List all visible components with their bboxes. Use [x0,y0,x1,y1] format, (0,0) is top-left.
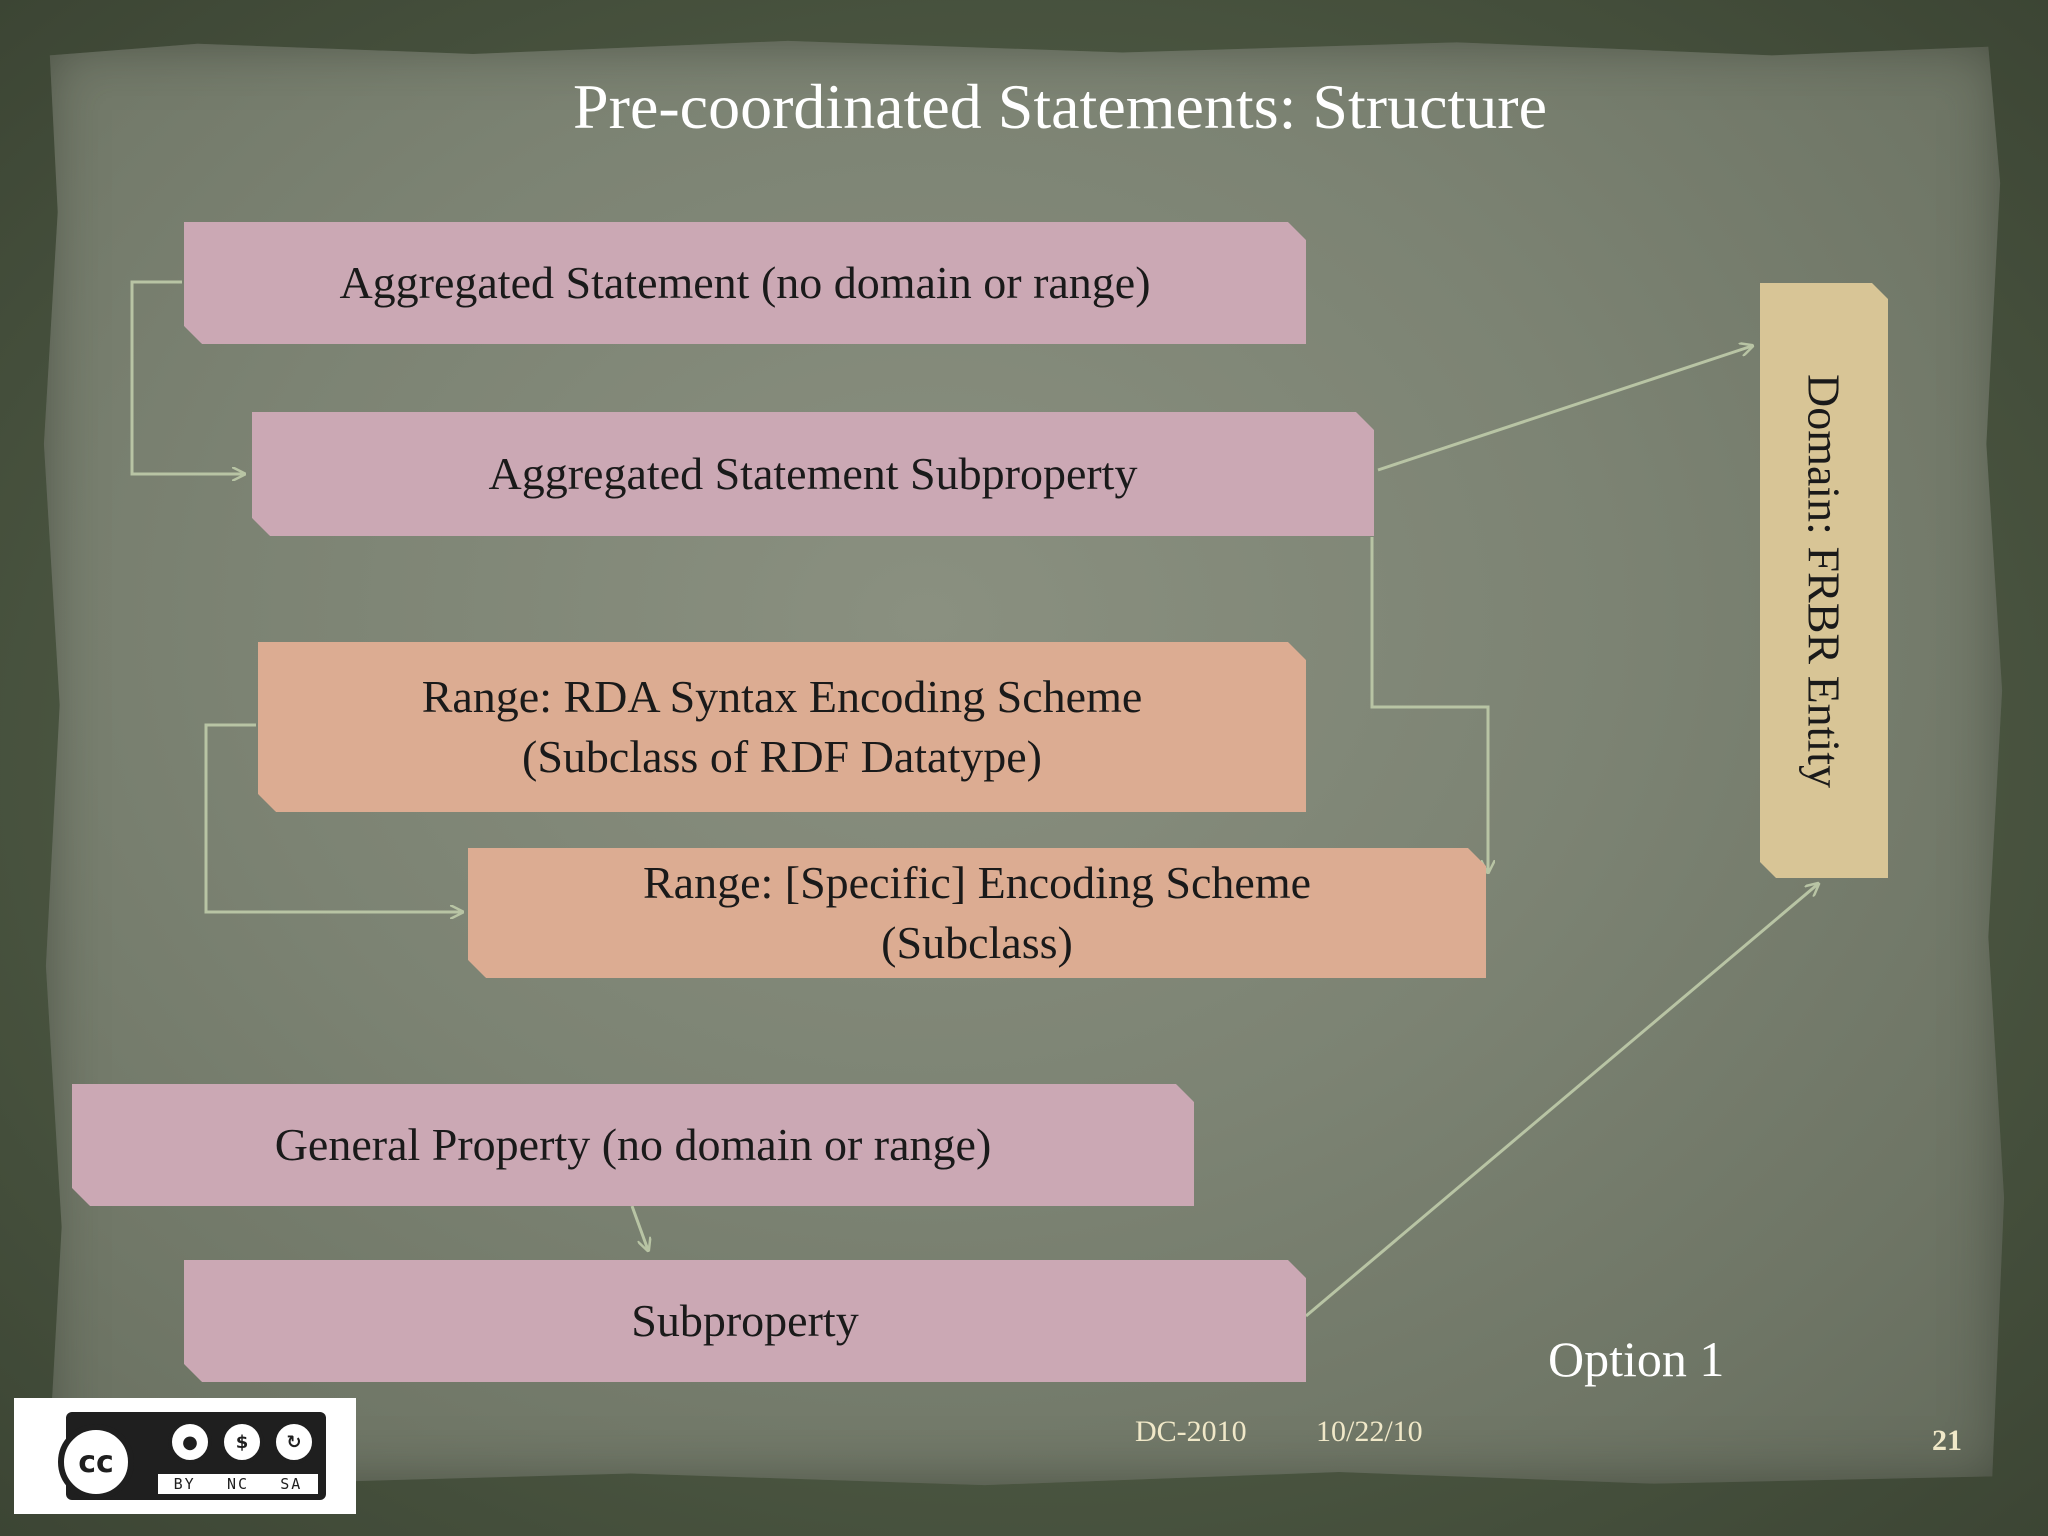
aggregated-statement-box: Aggregated Statement (no domain or range… [184,222,1306,344]
connector-rda-to-specific [204,723,462,912]
domain-label: Domain: FRBR Entity [1798,373,1850,788]
connector-subproperty-to-domain [1377,346,1752,472]
cc-sa-icon: ↻ [272,1420,316,1464]
option-label: Option 1 [1548,1331,1725,1387]
range-rda-box: Range: RDA Syntax Encoding Scheme (Subcl… [258,642,1306,812]
connector-general-to-subproperty [630,1205,648,1250]
range-specific-box: Range: [Specific] Encoding Scheme (Subcl… [468,848,1486,978]
range-specific-label-line2: (Subclass) [881,917,1073,968]
creative-commons-badge: cc ● $ ↻ BY NC SA [14,1398,356,1514]
domain-box: Domain: FRBR Entity [1760,283,1888,878]
cc-label-sa: SA [280,1475,303,1493]
footer-conference: DC-2010 [1135,1415,1247,1448]
aggregated-subproperty-label: Aggregated Statement Subproperty [488,448,1138,500]
cc-label-nc: NC [226,1475,250,1493]
range-rda-label-line2: (Subclass of RDF Datatype) [522,731,1042,782]
footer-date: 10/22/10 [1316,1415,1423,1448]
connector-subproperty-to-domain-2 [1305,884,1818,1318]
connector-aggregated-to-subproperty [130,280,244,474]
cc-badge-body: cc ● $ ↻ BY NC SA [58,1412,326,1500]
subproperty-label: Subproperty [631,1295,859,1347]
connector-subproperty-to-range [1370,537,1488,872]
aggregated-statement-label: Aggregated Statement (no domain or range… [339,257,1151,309]
cc-logo-icon: cc [58,1424,134,1500]
general-property-box: General Property (no domain or range) [72,1084,1194,1206]
page-number: 21 [1932,1424,1962,1457]
range-specific-label-line1: Range: [Specific] Encoding Scheme [642,857,1312,909]
subproperty-box: Subproperty [184,1260,1306,1382]
slide-title: Pre-coordinated Statements: Structure [573,71,1547,142]
aggregated-subproperty-box: Aggregated Statement Subproperty [252,412,1374,536]
cc-nc-icon: $ [220,1420,264,1464]
general-property-label: General Property (no domain or range) [274,1119,992,1171]
cc-license-labels: BY NC SA [158,1474,318,1494]
cc-by-icon: ● [168,1420,212,1464]
cc-label-by: BY [173,1475,196,1493]
range-rda-label-line1: Range: RDA Syntax Encoding Scheme [421,671,1143,723]
